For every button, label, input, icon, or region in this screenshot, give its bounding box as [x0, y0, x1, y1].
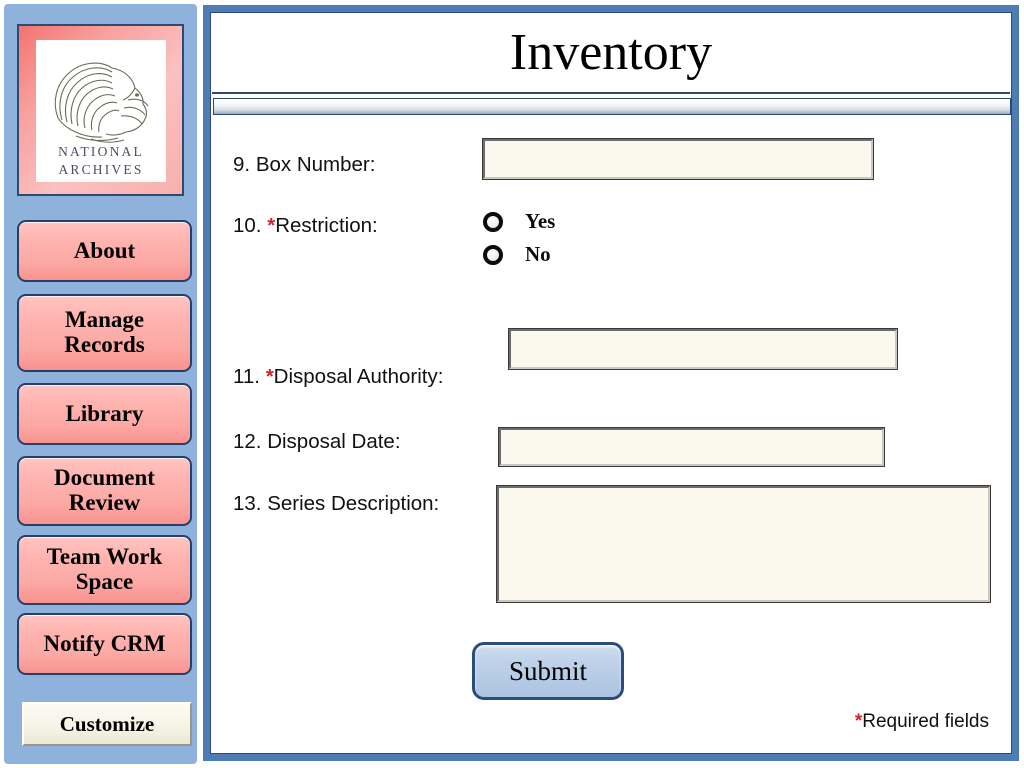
label-series-description: 13. Series Description:	[233, 492, 439, 516]
label-disposal-authority: 11. *Disposal Authority:	[233, 365, 443, 389]
field-number-12: 12.	[233, 430, 262, 453]
page-title: Inventory	[509, 24, 713, 81]
required-asterisk-disposal-authority: *	[265, 365, 274, 388]
eagle-icon: NATIONAL ARCHIVES	[54, 62, 149, 177]
required-fields-note: *Required fields	[855, 711, 989, 733]
label-restriction: 10. *Restriction:	[233, 214, 378, 238]
logo-frame: NATIONAL ARCHIVES	[17, 24, 184, 196]
sidebar-item-label-team-work-space: Team Work Space	[46, 544, 163, 594]
inventory-form: 9. Box Number: 10. *Restriction: Yes	[211, 117, 1011, 753]
field-number-10: 10.	[233, 214, 262, 237]
required-asterisk-note: *	[854, 711, 863, 732]
disposal-date-input[interactable]	[498, 427, 885, 467]
restriction-option-label-yes: Yes	[525, 209, 556, 233]
restriction-radio-yes[interactable]: Yes	[483, 205, 555, 238]
label-box-number: 9. Box Number:	[233, 153, 375, 177]
sidebar-item-document-review[interactable]: Document Review	[17, 456, 192, 526]
field-label-series-description: Series Description:	[267, 492, 440, 515]
sidebar-item-notify-crm[interactable]: Notify CRM	[17, 613, 192, 675]
sidebar-item-about[interactable]: About	[17, 220, 192, 282]
main-panel-inner: Inventory 9. Box Number: 10. *Restrictio…	[210, 12, 1012, 754]
sidebar-item-team-work-space[interactable]: Team Work Space	[17, 535, 192, 605]
required-fields-text: Required fields	[862, 711, 989, 732]
sidebar-item-label-manage-records: Manage Records	[64, 307, 145, 357]
field-label-box-number: Box Number:	[255, 153, 376, 176]
sidebar-item-label-about: About	[73, 237, 136, 263]
page-header: Inventory	[212, 14, 1010, 94]
radio-circle-icon-no[interactable]	[483, 244, 503, 265]
required-asterisk-restriction: *	[267, 214, 276, 237]
series-description-textarea[interactable]	[496, 485, 991, 603]
customize-button[interactable]: Customize	[22, 702, 192, 746]
field-label-disposal-authority: Disposal Authority:	[273, 365, 444, 388]
box-number-input[interactable]	[482, 138, 874, 180]
logo-text-line2: ARCHIVES	[58, 162, 143, 177]
field-label-disposal-date: Disposal Date:	[267, 430, 401, 453]
disposal-authority-input[interactable]	[508, 328, 898, 370]
restriction-radio-group: Yes No	[483, 205, 555, 271]
customize-button-label: Customize	[59, 711, 155, 736]
field-label-restriction: Restriction:	[275, 214, 378, 237]
sidebar-item-label-document-review: Document Review	[54, 465, 155, 515]
logo-text-line1: NATIONAL	[58, 144, 144, 159]
field-number-11: 11.	[233, 365, 260, 388]
sidebar-item-manage-records[interactable]: Manage Records	[17, 294, 192, 372]
main-panel: Inventory 9. Box Number: 10. *Restrictio…	[203, 5, 1019, 761]
restriction-option-label-no: No	[525, 242, 551, 266]
submit-button[interactable]: Submit	[472, 642, 624, 700]
sidebar-item-label-notify-crm: Notify CRM	[43, 630, 166, 656]
sidebar-item-label-library: Library	[65, 400, 144, 426]
field-number-9: 9.	[233, 153, 251, 176]
submit-button-label: Submit	[508, 655, 588, 686]
label-disposal-date: 12. Disposal Date:	[233, 430, 401, 454]
sidebar: NATIONAL ARCHIVES About Manage Records L…	[4, 4, 197, 764]
national-archives-logo: NATIONAL ARCHIVES	[36, 40, 166, 182]
radio-circle-icon-yes[interactable]	[483, 211, 503, 232]
field-number-13: 13.	[233, 492, 262, 515]
sidebar-item-library[interactable]: Library	[17, 383, 192, 445]
title-divider-bar	[213, 98, 1011, 115]
restriction-radio-no[interactable]: No	[483, 238, 555, 271]
